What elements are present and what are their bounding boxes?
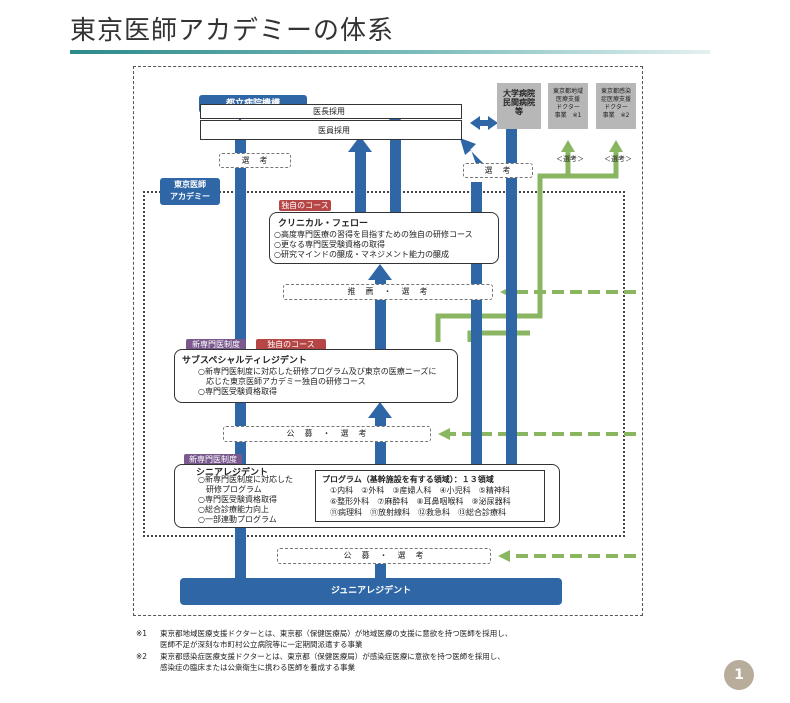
program-row-3: ⑪病理科 ⑪放射線科 ⑫救急科 ⑬総合診療科 [330, 508, 506, 517]
fellow-item-1: ○高度専門医療の習得を目指すための独自の研修コース [274, 230, 473, 239]
doctor-hire-text: 医員採用 [318, 126, 350, 135]
select-small-1: ＜選考＞ [556, 155, 584, 163]
senior-new-chip: 新専門医制度 [184, 454, 242, 465]
academy-label: 東京医師 アカデミー [160, 178, 220, 205]
subspecialty-new-chip: 新専門医制度 [186, 339, 246, 350]
program-row-2: ⑥整形外科 ⑦麻酔科 ⑧耳鼻咽喉科 ⑨泌尿器科 [330, 497, 511, 506]
footnote-2-line1: 東京都感染症医療支援ドクターとは、東京都（保健医療局）が感染症医療に意欲を持つ医… [160, 652, 505, 661]
senior-item-1: ○新専門医制度に対応した [198, 475, 293, 484]
footnote-2-line2: 感染症の臨床または公衆衛生に携わる医師を養成する事業 [160, 663, 355, 672]
senko-box-left: 選 考 [219, 153, 291, 168]
footnote-2-mark: ※2 [136, 652, 148, 661]
senko-box-right: 選 考 [463, 163, 533, 178]
kobo-senko-box-2: 公 募 ・ 選 考 [277, 548, 491, 564]
green-heads [561, 140, 623, 152]
support-doctor-2-box: 東京都感染 症医療支援 ドクター 事業 ※2 [596, 83, 636, 129]
subspecialty-item-3: ○専門医受験資格取得 [198, 387, 277, 396]
subspecialty-original-chip: 独自のコース [256, 339, 326, 350]
green-dashed-arrows [448, 290, 636, 558]
senior-item-5: ○一部連動プログラム [198, 515, 277, 524]
senior-title: シニアレジデント [196, 468, 269, 478]
suisen-senko-box: 推 薦 ・ 選 考 [283, 284, 493, 300]
fellow-item-3: ○研究マインドの醸成・マネジメント能力の醸成 [274, 250, 449, 259]
subspecialty-box [174, 349, 458, 403]
footnote-1-line2: 医師不足が深刻な市町村公立病院等に一定期間派遣する事業 [160, 640, 363, 649]
senior-item-4: ○総合診療能力向上 [198, 505, 269, 514]
director-hire-row [200, 104, 462, 119]
page-number-badge: 1 [724, 660, 754, 690]
subspecialty-title: サブスペシャルティレジデント [182, 356, 307, 366]
program-row-1: ①内科 ②外科 ③産婦人科 ④小児科 ⑤精神科 [330, 486, 510, 495]
outer-frame [133, 66, 643, 616]
support-doctor-1-box: 東京都地域 医療支援 ドクター 事業 ※1 [548, 83, 588, 129]
subspecialty-item-1: ○新専門医制度に対応した研修プログラム及び東京の医療ニーズに [198, 367, 437, 376]
footnote-1-mark: ※1 [136, 629, 148, 638]
doctor-hire-row [200, 120, 462, 140]
fellow-original-chip: 独自のコース [279, 200, 331, 211]
senior-item-3: ○専門医受験資格取得 [198, 495, 277, 504]
subspecialty-item-2: 応じた東京医師アカデミー独自の研修コース [198, 377, 366, 386]
kobo-senko-box-1: 公 募 ・ 選 考 [223, 426, 431, 442]
select-small-2: ＜選考＞ [604, 155, 632, 163]
clinical-fellow-box [269, 212, 499, 264]
footnote-1-line1: 東京都地域医療支援ドクターとは、東京都（保健医療局）が地域医療の支援に意欲を持つ… [160, 629, 513, 638]
senior-item-2: 研修プログラム [198, 485, 262, 494]
university-hospital-box: 大学病院 民間病院 等 [497, 83, 541, 129]
title-rule [70, 50, 710, 54]
director-hire-text: 医長採用 [313, 107, 345, 116]
junior-resident-bar: ジュニアレジデント [180, 578, 562, 605]
clinical-fellow-title: クリニカル・フェロー [278, 219, 369, 229]
academy-frame [143, 191, 625, 537]
page-title: 東京医師アカデミーの体系 [70, 16, 395, 46]
program-title: プログラム（基幹施設を有する領域）：１３領域 [322, 475, 494, 484]
fellow-item-2: ○更なる専門医受験資格の取得 [274, 240, 385, 249]
program-box [315, 470, 545, 522]
